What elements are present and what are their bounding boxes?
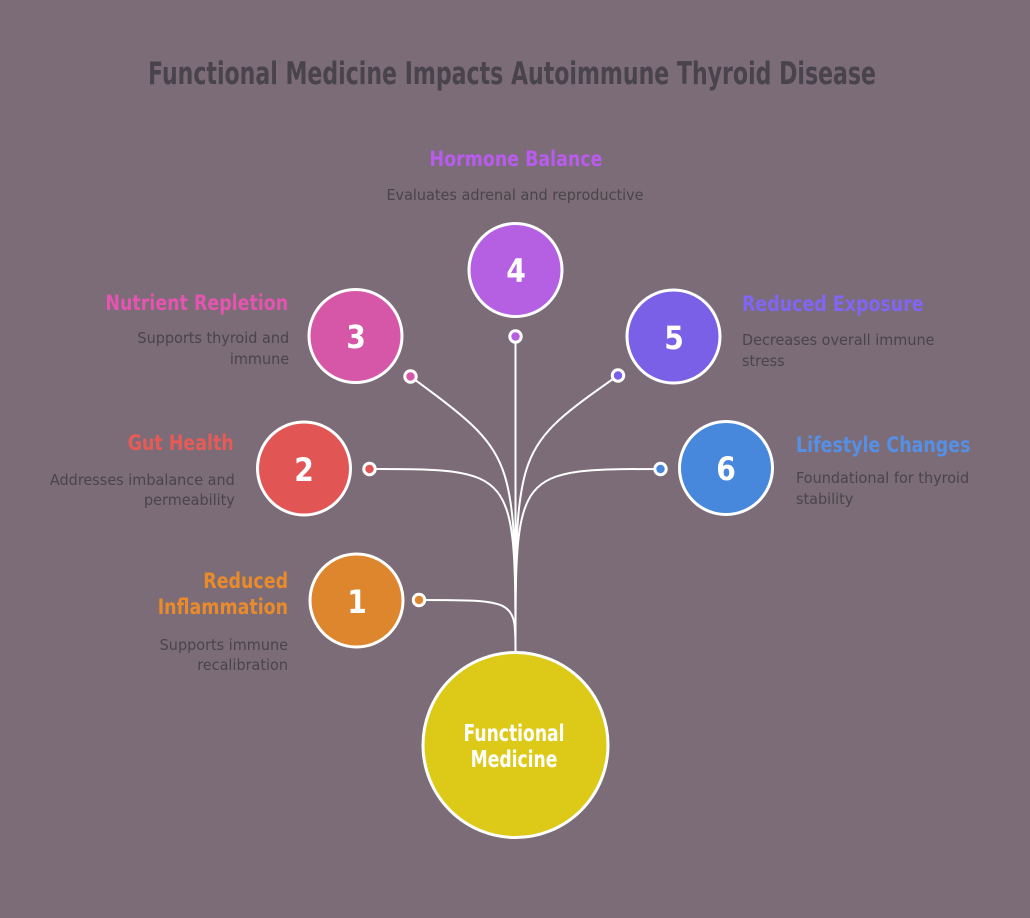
item-3-label: Nutrient Repletion	[105, 291, 288, 315]
item-4-circle	[467, 222, 564, 318]
item-3-circle	[307, 288, 404, 384]
item-5-description: Decreases overall immune stress	[742, 331, 935, 370]
item-1-description: Supports immune recalibration	[159, 635, 288, 675]
item-3-dot	[403, 369, 418, 384]
node-group	[256, 222, 774, 649]
item-6-dot	[653, 461, 668, 477]
item-5-circle	[625, 288, 722, 385]
item-6-description: Foundational for thyroid stability	[795, 469, 969, 508]
item-5-number: 5	[663, 318, 684, 357]
item-4-label: Hormone Balance	[429, 147, 602, 171]
item-2-label: Gut Health	[127, 430, 234, 455]
item-4-number: 4	[505, 252, 526, 290]
item-1-circle	[308, 552, 405, 649]
item-1-number: 1	[346, 582, 367, 621]
title: Functional Medicine Impacts Autoimmune T…	[147, 55, 876, 92]
item-2-number: 2	[294, 450, 314, 489]
root-label: Functional Medicine	[463, 719, 565, 773]
connector-5	[514, 374, 619, 652]
item-4-dot	[508, 329, 523, 344]
dot-group	[362, 329, 668, 608]
item-3-number: 3	[345, 318, 366, 356]
item-6-circle	[678, 420, 774, 516]
item-2-description: Addresses imbalance and permeability	[50, 470, 235, 510]
connector-6	[514, 468, 661, 652]
item-2-circle	[256, 420, 352, 517]
item-5-dot	[610, 368, 626, 383]
item-6-number: 6	[716, 450, 736, 488]
item-2-dot	[362, 461, 377, 477]
item-1-dot	[411, 592, 427, 608]
item-6-label: Lifestyle Changes	[795, 432, 970, 457]
connector-group	[369, 336, 661, 652]
connector-1	[418, 599, 517, 652]
item-3-description: Supports thyroid and immune	[137, 329, 289, 368]
item-5-label: Reduced Exposure	[742, 291, 924, 316]
item-4-description: Evaluates adrenal and reproductive	[385, 186, 644, 204]
root-circle	[421, 651, 610, 839]
item-1-label: Reduced Inflammation	[157, 568, 288, 620]
connector-3	[409, 375, 517, 652]
